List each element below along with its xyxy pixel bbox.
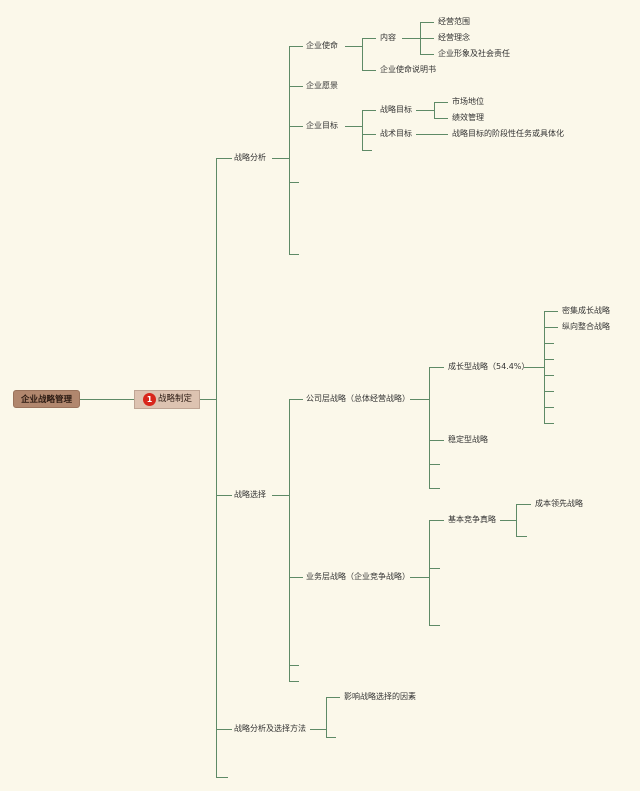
node-strategy-formulation[interactable]: 1 战略制定 xyxy=(134,390,200,409)
node-goals[interactable]: 企业目标 xyxy=(306,121,338,130)
node-tactical-description[interactable]: 战略目标的阶段性任务或具体化 xyxy=(452,129,564,138)
priority-badge-icon: 1 xyxy=(143,393,156,406)
node-strategy-analysis[interactable]: 战略分析 xyxy=(234,153,266,162)
node-business-philosophy[interactable]: 经营理念 xyxy=(438,33,470,42)
node-content[interactable]: 内容 xyxy=(380,33,396,42)
node-performance-management[interactable]: 绩效管理 xyxy=(452,113,484,122)
node-strategic-goal[interactable]: 战略目标 xyxy=(380,105,412,114)
node-vision[interactable]: 企业愿景 xyxy=(306,81,338,90)
node-corporate-level-strategy[interactable]: 公司层战略（总体经营战略） xyxy=(306,394,410,403)
node-corporate-image[interactable]: 企业形象及社会责任 xyxy=(438,49,510,58)
node-vertical-integration[interactable]: 纵向整合战略 xyxy=(562,322,610,331)
node-mission[interactable]: 企业使命 xyxy=(306,41,338,50)
node-growth-strategy[interactable]: 成长型战略（54.4%） xyxy=(448,362,530,371)
node-intensive-growth[interactable]: 密集成长战略 xyxy=(562,306,610,315)
node-business-scope[interactable]: 经营范围 xyxy=(438,17,470,26)
node-strategy-formulation-label: 战略制定 xyxy=(158,394,193,404)
node-mission-statement[interactable]: 企业使命说明书 xyxy=(380,65,436,74)
node-tactical-goal[interactable]: 战术目标 xyxy=(380,129,412,138)
node-business-level-strategy[interactable]: 业务层战略（企业竞争战略） xyxy=(306,572,410,581)
node-stable-strategy[interactable]: 稳定型战略 xyxy=(448,435,488,444)
node-strategy-choice[interactable]: 战略选择 xyxy=(234,490,266,499)
node-basic-competitive-strategy[interactable]: 基本竞争真略 xyxy=(448,515,496,524)
node-cost-leadership[interactable]: 成本领先战略 xyxy=(535,499,583,508)
node-analysis-methods[interactable]: 战略分析及选择方法 xyxy=(234,724,306,733)
node-choice-factors[interactable]: 影响战略选择的因素 xyxy=(344,692,416,701)
root-node[interactable]: 企业战略管理 xyxy=(13,390,80,408)
node-market-position[interactable]: 市场地位 xyxy=(452,97,484,106)
